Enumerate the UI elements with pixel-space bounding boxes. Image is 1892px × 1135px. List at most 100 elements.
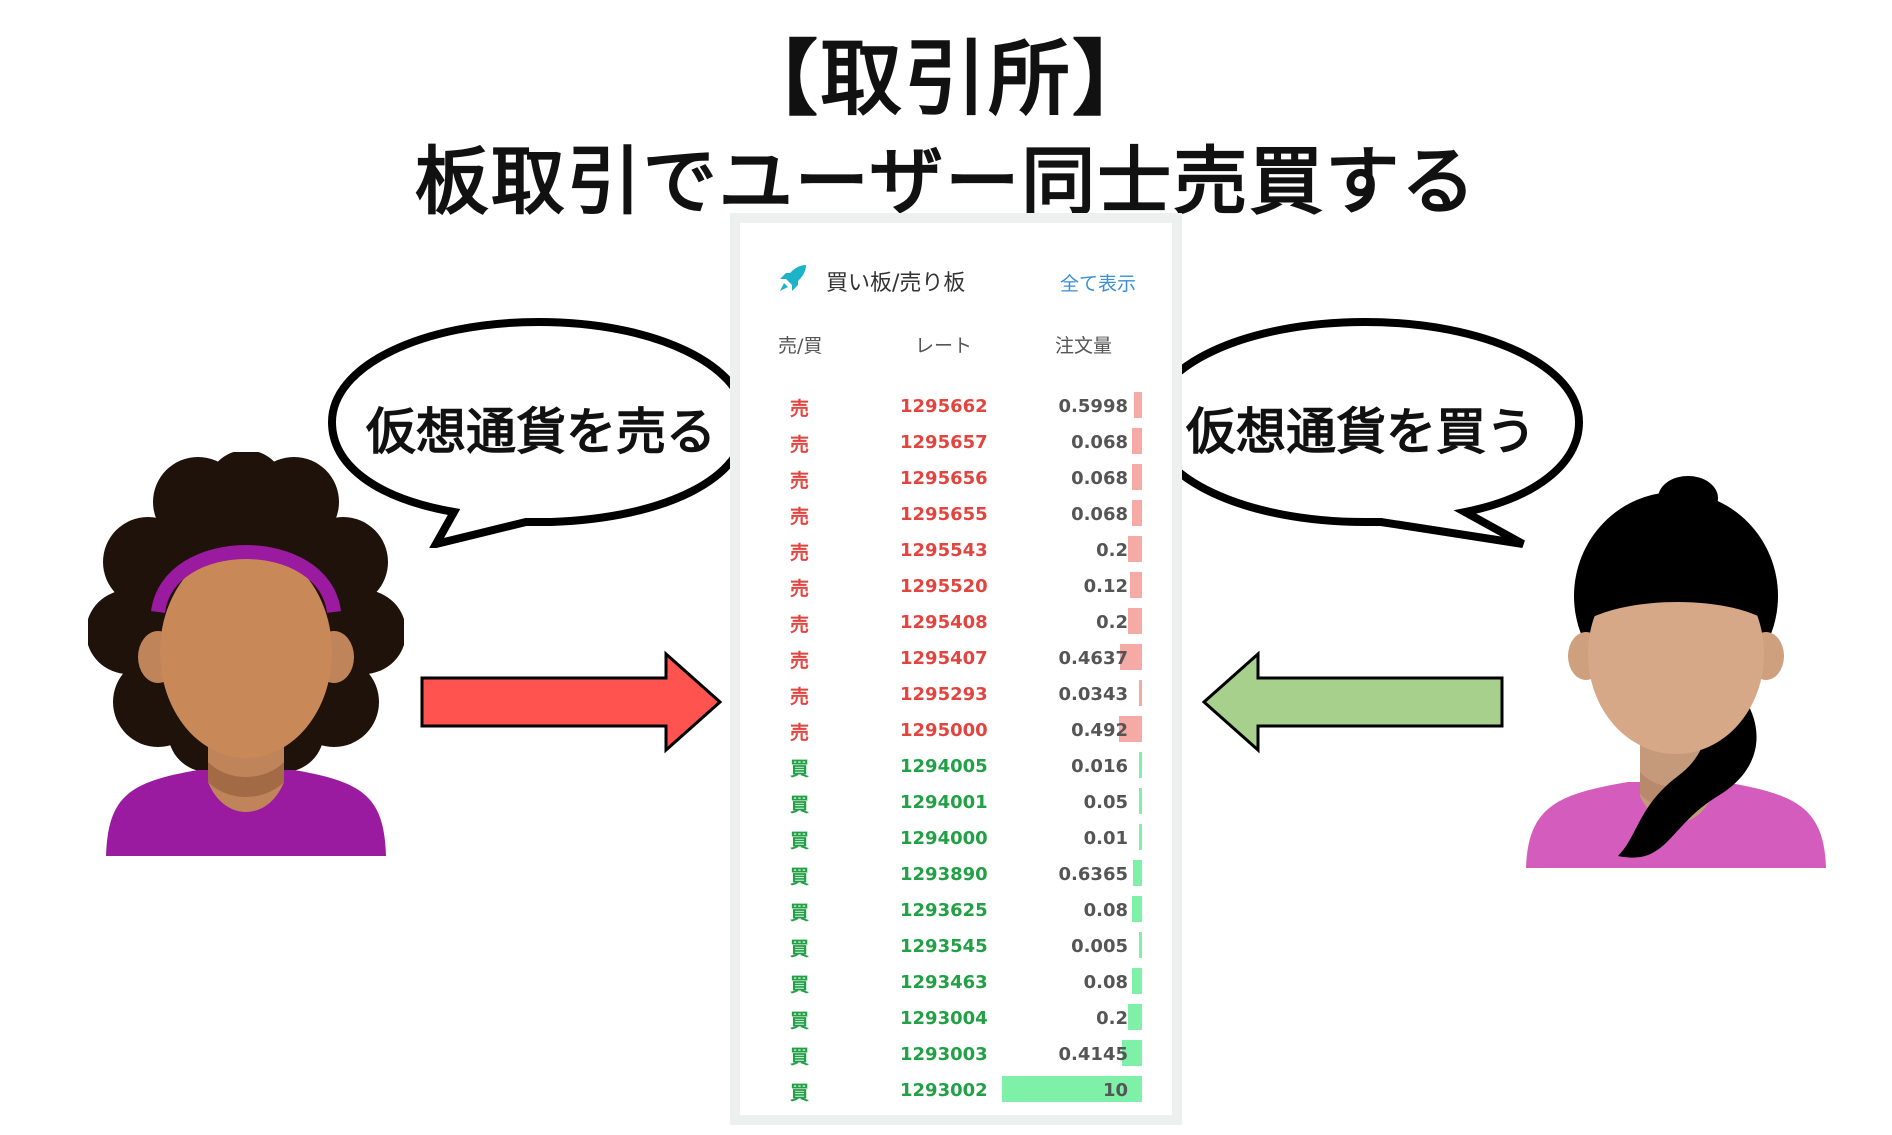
order-amount: 0.01 [1083, 828, 1128, 849]
order-amount: 0.08 [1083, 900, 1128, 921]
order-side: 買 [790, 830, 810, 852]
order-side: 売 [790, 650, 810, 672]
order-amount-bar [1122, 1040, 1142, 1066]
rocket-icon [780, 265, 806, 291]
order-side: 買 [790, 974, 810, 996]
order-side: 売 [790, 434, 810, 456]
order-amount-bar [1002, 1076, 1142, 1102]
order-rate: 1293890 [900, 864, 988, 885]
sell-arrow-icon [420, 650, 723, 754]
order-amount-bar [1139, 680, 1142, 706]
orderbook-row[interactable]: 売 1295520 0.12 [740, 569, 1172, 605]
order-amount-bar [1128, 608, 1142, 634]
orderbook-row[interactable]: 売 1295655 0.068 [740, 497, 1172, 533]
order-side: 売 [790, 506, 810, 528]
order-rate: 1295656 [900, 468, 988, 489]
orderbook-row[interactable]: 買 1293545 0.005 [740, 929, 1172, 965]
order-rate: 1294005 [900, 756, 988, 777]
order-amount: 0.6365 [1058, 864, 1128, 885]
order-amount: 0.2 [1096, 1008, 1128, 1029]
order-amount-bar [1132, 428, 1142, 454]
order-rate: 1295662 [900, 396, 988, 417]
order-rate: 1295520 [900, 576, 988, 597]
order-rate: 1293545 [900, 936, 988, 957]
orderbook-row[interactable]: 売 1295662 0.5998 [740, 389, 1172, 425]
order-amount: 0.12 [1083, 576, 1128, 597]
order-amount: 0.068 [1071, 504, 1128, 525]
order-amount-bar [1133, 860, 1142, 886]
show-all-link[interactable]: 全て表示 [1059, 273, 1136, 295]
order-amount-bar [1119, 716, 1142, 742]
order-amount-bar [1132, 896, 1142, 922]
seller-person-icon [88, 452, 404, 856]
orderbook-header: 買い板/売り板 全て表示 [776, 259, 1136, 299]
order-amount: 0.5998 [1058, 396, 1128, 417]
buyer-speech-text: 仮想通貨を買う [1186, 403, 1536, 461]
order-amount-bar [1132, 500, 1142, 526]
order-amount-bar [1128, 536, 1142, 562]
order-amount-bar [1134, 392, 1142, 418]
order-side: 売 [790, 578, 810, 600]
orderbook-row[interactable]: 買 1294000 0.01 [740, 821, 1172, 857]
orderbook-row[interactable]: 買 1293002 10 [740, 1073, 1172, 1109]
order-side: 買 [790, 1046, 810, 1068]
order-rate: 1295657 [900, 432, 988, 453]
orderbook-title: 買い板/売り板 [826, 271, 966, 296]
order-rate: 1295408 [900, 612, 988, 633]
order-side: 売 [790, 398, 810, 420]
subtitle: 板取引でユーザー同士売買する [414, 139, 1478, 225]
order-amount-bar [1139, 824, 1142, 850]
buy-arrow-icon [1201, 650, 1504, 754]
orderbook-row[interactable]: 買 1293004 0.2 [740, 1001, 1172, 1037]
buyer-person-icon [1526, 476, 1826, 868]
order-amount: 0.005 [1071, 936, 1128, 957]
order-amount: 0.016 [1071, 756, 1128, 777]
order-amount: 0.4637 [1058, 648, 1128, 669]
order-side: 買 [790, 938, 810, 960]
order-amount: 0.068 [1071, 468, 1128, 489]
order-side: 売 [790, 686, 810, 708]
order-rate: 1293004 [900, 1008, 988, 1029]
column-header-side: 売/買 [778, 335, 823, 357]
order-amount-bar [1139, 788, 1142, 814]
column-header-rate: レート [915, 335, 973, 357]
order-side: 買 [790, 1082, 810, 1104]
order-amount: 0.05 [1083, 792, 1128, 813]
order-amount: 0.2 [1096, 540, 1128, 561]
orderbook-row[interactable]: 売 1295293 0.0343 [740, 677, 1172, 713]
order-amount-bar [1139, 752, 1142, 778]
order-amount-bar [1120, 644, 1142, 670]
order-rate: 1294000 [900, 828, 988, 849]
order-side: 売 [790, 614, 810, 636]
order-amount: 0.0343 [1058, 684, 1128, 705]
order-rate: 1295543 [900, 540, 988, 561]
order-rate: 1295000 [900, 720, 988, 741]
seller-speech-bubble [327, 317, 751, 548]
order-rate: 1295293 [900, 684, 988, 705]
orderbook-rows: 売 1295662 0.5998 売 1295657 0.068 売 1295656 0.068… [740, 389, 1172, 1109]
order-amount: 0.492 [1071, 720, 1128, 741]
order-side: 買 [790, 1010, 810, 1032]
order-side: 買 [790, 794, 810, 816]
order-amount-bar [1130, 572, 1142, 598]
order-rate: 1293002 [900, 1080, 988, 1101]
order-rate: 1295655 [900, 504, 988, 525]
order-side: 買 [790, 902, 810, 924]
order-amount-bar [1139, 932, 1142, 958]
order-rate: 1293003 [900, 1044, 988, 1065]
main-title: 【取引所】 [735, 32, 1156, 127]
order-amount: 10 [1102, 1080, 1128, 1101]
